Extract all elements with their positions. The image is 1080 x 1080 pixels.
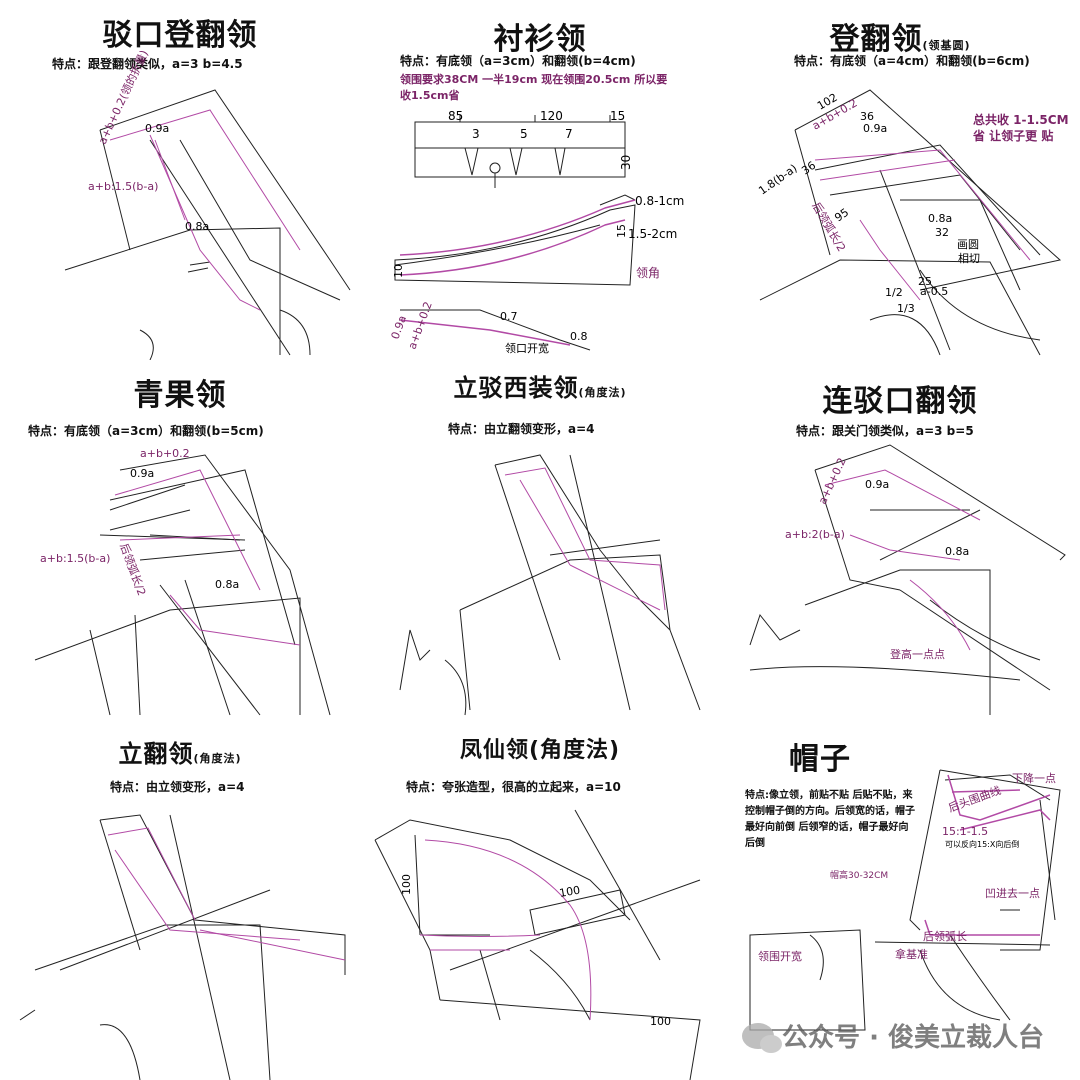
feature-text: 特点：跟关门领类似，a=3 b=5 — [796, 424, 974, 438]
panel-lapel-turn-collar: 连驳口翻领 特点：跟关门领类似，a=3 b=5 a+b+0.2 0.9a a+b… — [720, 360, 1080, 720]
label: 95 — [832, 206, 851, 225]
pattern-diagram — [399, 454, 701, 716]
label: a+b+0.2(领的折量) — [95, 48, 151, 147]
pattern-diagram: a+b+0.2(领的折量) 0.9a a+b:1.5(b-a) 0.8a — [64, 48, 351, 360]
label: 32 — [935, 226, 949, 239]
label: 30 — [619, 155, 633, 170]
label: 0.8a — [215, 578, 239, 591]
label: 下降一点 — [1012, 771, 1056, 785]
label: 1.8(b-a) — [756, 162, 799, 198]
panel-title: 驳口登翻领 — [102, 18, 258, 53]
feature-text: 特点：由立领变形，a=4 — [110, 780, 245, 794]
label: 36 — [799, 159, 818, 178]
watermark: 公众号 · 俊美立裁人台 — [742, 1017, 1044, 1054]
label: 画圆 — [957, 238, 979, 251]
label: 1.5-2cm — [628, 227, 677, 241]
label: 85 — [448, 109, 463, 123]
feature-text: 特点：有底领（a=4cm）和翻领(b=6cm) — [794, 54, 1030, 68]
label: 15:1-1.5 — [942, 825, 988, 838]
label: 可以反向15:X向后倒 — [945, 839, 1019, 849]
label: 100 — [650, 1015, 671, 1028]
pattern-diagram: 102 a+b+0.2 36 0.9a 1.8(b-a) 36 后领弧长/2 9… — [756, 89, 1062, 356]
label: 0.9a — [145, 122, 169, 135]
label: 后领弧长 — [923, 929, 967, 943]
panel-title: 青果领 — [133, 378, 227, 413]
pattern-diagram: a+b+0.2 0.9a a+b:2(b-a) 0.8a 登高一点点 — [749, 444, 1066, 715]
label: 1/3 — [897, 302, 915, 315]
label: a+b:1.5(b-a) — [88, 180, 158, 193]
label: 领围开宽 — [758, 949, 802, 963]
feature-text: 特点：夸张造型，很高的立起来，a=10 — [406, 780, 621, 794]
label: 相切 — [958, 252, 980, 265]
label: 100 — [400, 874, 413, 895]
label: 7 — [565, 127, 573, 141]
pattern-diagram: a+b+0.2 0.9a a+b:1.5(b-a) 后领弧长/2 0.8a — [34, 447, 331, 716]
label: 100 — [558, 884, 581, 900]
label: 15 — [610, 109, 625, 123]
label: a+b:1.5(b-a) — [40, 552, 110, 565]
panel-title: 衬衫领 — [493, 22, 587, 57]
label: 0.9a — [389, 314, 410, 341]
feature-text: 特点：有底领（a=3cm）和翻领(b=4cm) — [400, 54, 636, 68]
label: 0.8a — [945, 545, 969, 558]
label: 领角 — [636, 266, 660, 280]
label: a-0.5 — [920, 285, 948, 298]
label: 帽高30-32CM — [830, 869, 888, 881]
label: 0.9a — [865, 478, 889, 491]
panel-standing-turn-collar: 登翻领(领基圆) 特点：有底领（a=4cm）和翻领(b=6cm) 总共收 1-1… — [720, 0, 1080, 360]
label: 120 — [540, 109, 563, 123]
label: 拿基准 — [895, 947, 928, 961]
label: a+b+0.2 — [140, 447, 190, 460]
panel-hood: 帽子 特点:像立领，前贴不贴 后贴不贴，来控制帽子倒的方向。后领宽的话，帽子最好… — [720, 720, 1080, 1080]
label: 0.9a — [863, 122, 887, 135]
label: 后头围曲线 — [946, 783, 1002, 815]
label: a+b:2(b-a) — [785, 528, 845, 541]
feature-text: 特点：有底领（a=3cm）和翻领(b=5cm) — [28, 424, 264, 438]
panel-title: 立翻领(角度法) — [118, 740, 242, 768]
panel-lapel-standing-collar: 驳口登翻领 特点：跟登翻领类似，a=3 b=4.5 a+b+0.2(领的折量) … — [0, 0, 360, 360]
panel-standing-lapel-suit-collar: 立驳西装领(角度法) 特点：由立翻领变形，a=4 — [360, 360, 720, 720]
label: 0.8a — [185, 220, 209, 233]
panel-shawl-collar: 青果领 特点：有底领（a=3cm）和翻领(b=5cm) a+b+0.2 0.9a… — [0, 360, 360, 720]
panel-title: 凤仙领(角度法) — [459, 738, 621, 763]
pattern-diagram — [19, 814, 346, 1080]
label: 0.9a — [130, 467, 154, 480]
label: 1/2 — [885, 286, 903, 299]
label: 登高一点点 — [890, 647, 945, 661]
panel-title: 登翻领(领基圆) — [829, 22, 971, 57]
label: 10 — [392, 264, 405, 278]
feature-text: 特点：由立翻领变形，a=4 — [448, 422, 595, 436]
label: 0.7 — [500, 310, 518, 323]
note-text: 总共收 1-1.5CM省 让领子更 贴 — [973, 113, 1069, 143]
label: 后领弧长/2 — [117, 541, 149, 597]
panel-shirt-collar: 衬衫领 特点：有底领（a=3cm）和翻领(b=4cm) 领围要求38CM 一半1… — [360, 0, 720, 360]
label: 25 — [918, 275, 932, 288]
label: a+b+0.2 — [816, 456, 849, 506]
panel-title: 帽子 — [789, 742, 851, 777]
label: 3 — [472, 127, 480, 141]
wechat-icon — [742, 1022, 783, 1053]
note-text: 领围要求38CM 一半19cm 现在领围20.5cm 所以要收1.5cm省 — [400, 73, 668, 102]
feature-text: 特点：跟登翻领类似，a=3 b=4.5 — [52, 57, 243, 71]
label: 0.8a — [928, 212, 952, 225]
panel-phoenix-collar: 凤仙领(角度法) 特点：夸张造型，很高的立起来，a=10 100 100 100 — [360, 720, 720, 1080]
label: 15 — [615, 224, 628, 238]
feature-text: 特点:像立领，前贴不贴 后贴不贴，来控制帽子倒的方向。后领宽的话，帽子最好向前倒… — [745, 790, 915, 849]
label: 0.8-1cm — [635, 194, 684, 208]
label: 领口开宽 — [505, 341, 549, 355]
pattern-diagram: 下降一点 后头围曲线 15:1-1.5 可以反向15:X向后倒 帽高30-32C… — [749, 769, 1061, 1031]
label: 0.8 — [570, 330, 588, 343]
label: 36 — [860, 110, 874, 123]
pattern-diagram: 85 120 15 3 5 7 30 0.8-1cm 1.5-2cm 15 10… — [389, 109, 685, 355]
label: a+b+0.2 — [406, 300, 435, 351]
label: 5 — [520, 127, 528, 141]
label: 凹进去一点 — [985, 887, 1040, 900]
panel-title: 立驳西装领(角度法) — [453, 374, 627, 402]
watermark-text: 公众号 · 俊美立裁人台 — [782, 1023, 1044, 1053]
panel-title: 连驳口翻领 — [822, 384, 978, 419]
pattern-diagram: 100 100 100 — [374, 809, 701, 1080]
panel-standing-turndown-collar: 立翻领(角度法) 特点：由立领变形，a=4 — [0, 720, 360, 1080]
